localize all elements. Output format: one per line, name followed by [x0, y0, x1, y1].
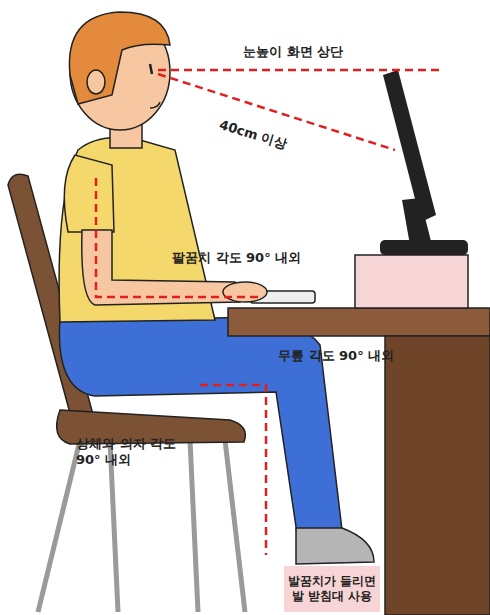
monitor-riser	[355, 255, 468, 308]
annotation-label: 무릎 각도 90° 내외	[278, 348, 438, 364]
annotation-label: 눈높이 화면 상단	[243, 44, 373, 60]
shoe	[296, 528, 374, 564]
hand	[223, 282, 267, 302]
eye-line	[158, 69, 440, 72]
monitor-base	[380, 240, 468, 255]
chair-leg	[38, 440, 80, 612]
footrest-box: 발꿈치가 들리면 발 받침대 사용	[284, 566, 380, 612]
annotation-label: 40cm 이상	[217, 117, 308, 159]
hair	[69, 12, 170, 104]
mouth	[150, 102, 160, 108]
arm	[82, 230, 240, 305]
chair-leg	[190, 440, 198, 612]
elbow-angle	[96, 178, 262, 297]
monitor-screen	[383, 70, 436, 222]
annotation-label: 팔꿈치 각도 90° 내외	[172, 250, 342, 266]
knee-angle	[200, 385, 266, 555]
chair-leg	[225, 440, 245, 612]
guide-lines	[96, 70, 440, 555]
annotation-label: 상체와 의자 각도 90° 내외	[76, 436, 198, 468]
desk-top	[228, 308, 490, 336]
desk-panel	[385, 336, 490, 615]
ear	[87, 70, 105, 94]
eye	[150, 64, 152, 74]
node-text: 발꿈치가 들리면 발 받침대 사용	[284, 574, 380, 604]
sleeve	[64, 155, 114, 232]
